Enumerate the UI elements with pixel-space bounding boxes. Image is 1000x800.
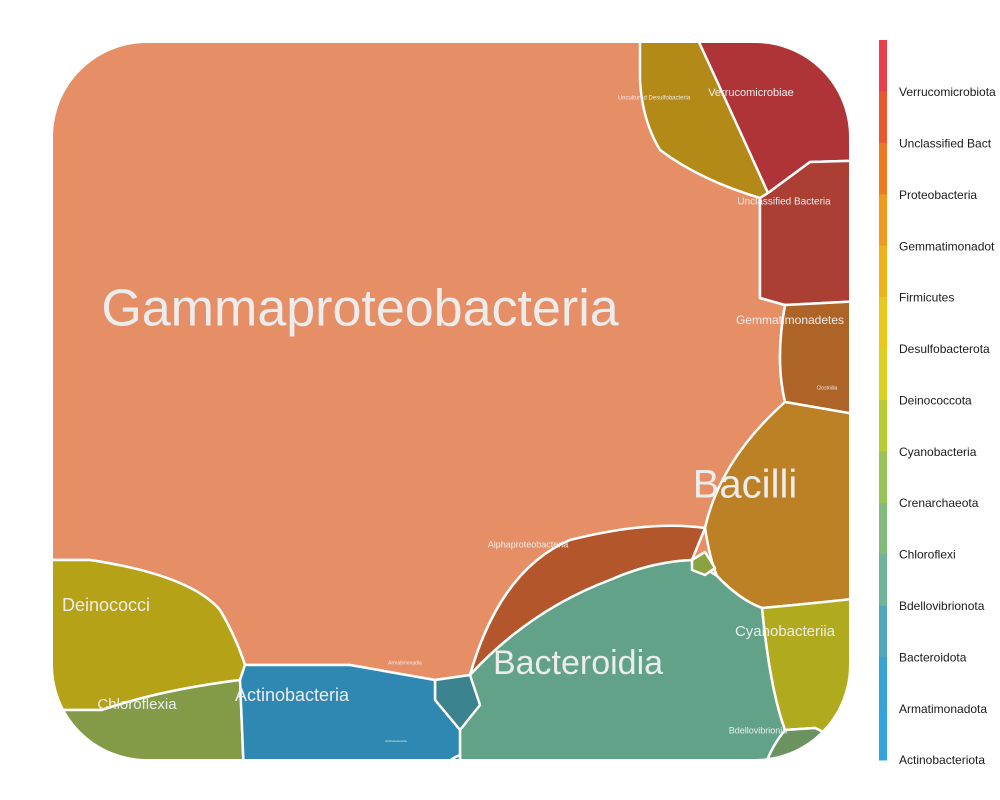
legend-color-segment <box>879 297 887 350</box>
legend-entry: Chloroflexi <box>899 548 956 562</box>
cell-unclassified-bacteria[interactable] <box>758 158 910 307</box>
cell-label-bdellovibrionia: Bdellovibrionia <box>729 725 788 735</box>
legend-entry: Deinococcota <box>899 393 972 407</box>
treemap-cells <box>52 42 910 800</box>
cell-label-clostridia: Clostridia <box>817 385 838 391</box>
legend-entry: Proteobacteria <box>899 188 977 202</box>
cell-actinobacteriota[interactable] <box>428 753 462 800</box>
legend-color-segment <box>879 142 887 195</box>
cell-label-armatimonadia: Armatimonadia <box>388 660 422 666</box>
legend-color-segment <box>879 657 887 710</box>
legend-entry: Bacteroidota <box>899 650 967 664</box>
cell-label-bacteroidia: Bacteroidia <box>493 644 663 682</box>
treemap-border <box>51 41 851 761</box>
legend-entry: Cyanobacteria <box>899 445 977 459</box>
cell-label-cyanobacteriia: Cyanobacteriia <box>735 623 836 640</box>
cell-label-uncultured-desulfobacteria: Uncultured Desulfobacteria <box>618 96 691 102</box>
legend-entry: Firmicutes <box>899 291 954 305</box>
legend-entry: Unclassified Bact <box>899 137 992 151</box>
cell-label-alphaproteobacteria: Alphaproteobacteria <box>488 539 569 549</box>
legend-entry: Gemmatimonadot <box>899 239 995 253</box>
cell-label-chloroflexia: Chloroflexia <box>97 696 177 713</box>
legend-color-segment <box>879 605 887 658</box>
cell-label-deinococci: Deinococci <box>62 595 150 615</box>
cell-gemmatimonadetes[interactable] <box>778 296 910 417</box>
cell-label-gammaproteobacteria: Gammaproteobacteria <box>101 280 618 338</box>
legend-color-segment <box>879 708 887 761</box>
cell-crenarchaeota[interactable] <box>690 550 717 577</box>
cell-label-unclassified-bacteria: Unclassified Bacteria <box>737 197 831 208</box>
legend-color-segment <box>879 451 887 504</box>
legend-entry: Crenarchaeota <box>899 496 979 510</box>
legend-color-segment <box>879 554 887 607</box>
legend-entry: Desulfobacterota <box>899 342 990 356</box>
legend-entry: Verrucomicrobiota <box>899 85 996 99</box>
cell-label-bacilli: Bacilli <box>693 463 797 507</box>
legend-color-segment <box>879 245 887 298</box>
cell-label-actinobacteriota: Actinobacteriota <box>385 739 407 743</box>
cell-label-verrucomicrobiae: Verrucomicrobiae <box>708 87 794 99</box>
legend-color-segment <box>879 348 887 401</box>
legend-color-segment <box>879 194 887 247</box>
cell-actinobacteria[interactable] <box>238 663 462 800</box>
cell-label-gemmatimonadetes: Gemmatimonadetes <box>736 313 844 327</box>
legend-entry: Bdellovibrionota <box>899 599 985 613</box>
cell-label-crenarchaeota: Crenarchaeota <box>643 524 663 528</box>
legend-color-segment <box>879 502 887 555</box>
legend-color-segment <box>879 400 887 452</box>
cell-bacteroidia[interactable] <box>458 558 787 800</box>
legend-entry: Armatimonadota <box>899 702 987 716</box>
treemap-labels: Gammaproteobacteria Uncultured Desulfobac… <box>62 87 844 743</box>
legend-color-segment <box>879 91 887 144</box>
legend-entry: Actinobacteriota <box>899 753 985 767</box>
cell-label-actinobacteria: Actinobacteria <box>235 685 350 705</box>
legend-color-segment <box>879 40 887 92</box>
